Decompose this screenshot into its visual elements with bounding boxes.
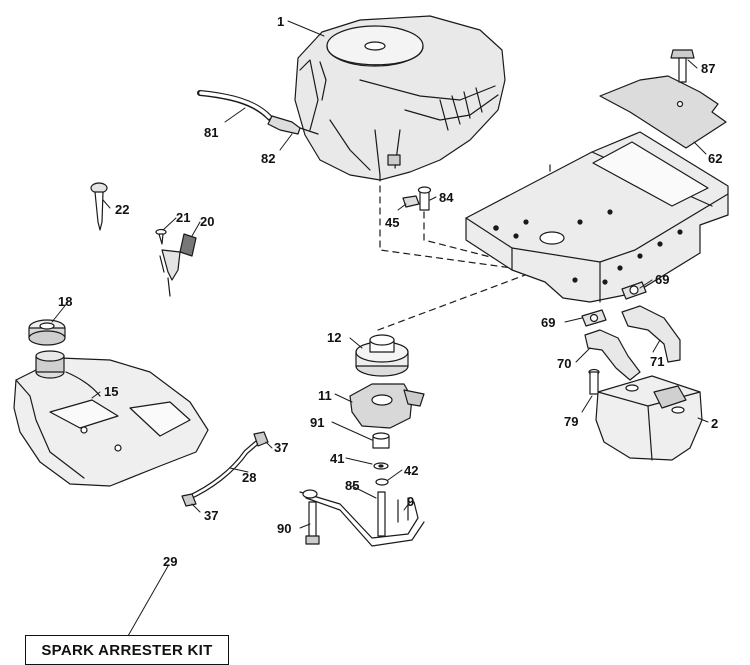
fuel-cap bbox=[28, 319, 66, 346]
bracket bbox=[299, 489, 425, 547]
engine bbox=[294, 15, 506, 181]
muffler bbox=[595, 375, 703, 461]
fuel-shutoff-valve bbox=[159, 233, 197, 297]
callout-37-upper: 37 bbox=[274, 440, 288, 455]
callout-11: 11 bbox=[318, 388, 332, 403]
washer-42 bbox=[375, 478, 389, 486]
callout-81: 81 bbox=[204, 125, 218, 140]
callout-71: 71 bbox=[650, 354, 664, 369]
callout-9: 9 bbox=[407, 494, 414, 509]
callout-1: 1 bbox=[277, 14, 284, 29]
fuel-fitting bbox=[267, 115, 319, 135]
engine-bolt bbox=[417, 186, 432, 211]
pulley bbox=[355, 334, 409, 377]
hose-clamp-upper bbox=[253, 431, 269, 447]
callout-41: 41 bbox=[330, 451, 344, 466]
callout-69-upper: 69 bbox=[655, 272, 669, 287]
clutch-bolt bbox=[377, 491, 386, 537]
callout-69-lower: 69 bbox=[541, 315, 555, 330]
fuel-hose bbox=[185, 437, 263, 501]
callout-22: 22 bbox=[115, 202, 129, 217]
hose-clamp-lower bbox=[181, 493, 197, 507]
spacer bbox=[372, 432, 390, 449]
fuel-line bbox=[197, 90, 273, 121]
gasket-upper bbox=[621, 281, 647, 300]
electric-clutch bbox=[349, 383, 425, 429]
callout-90: 90 bbox=[277, 521, 291, 536]
callout-82: 82 bbox=[261, 151, 275, 166]
push-rivet bbox=[90, 182, 108, 231]
engine-nut bbox=[402, 195, 420, 208]
leader-lines bbox=[51, 20, 709, 637]
callout-labels: 1 81 82 22 21 20 18 15 87 62 84 45 69 69… bbox=[58, 14, 722, 569]
bracket-bolt bbox=[305, 501, 320, 545]
callout-42: 42 bbox=[404, 463, 418, 478]
callout-85: 85 bbox=[345, 478, 359, 493]
callout-20: 20 bbox=[200, 214, 214, 229]
screw bbox=[155, 228, 167, 245]
knob-bolt bbox=[670, 49, 695, 83]
callout-79: 79 bbox=[564, 414, 578, 429]
frame bbox=[465, 131, 729, 303]
callout-12: 12 bbox=[327, 330, 341, 345]
callout-21: 21 bbox=[176, 210, 190, 225]
callout-62: 62 bbox=[708, 151, 722, 166]
spark-arrester-kit-label: SPARK ARRESTER KIT bbox=[41, 642, 213, 659]
washer-41 bbox=[373, 462, 389, 470]
callout-29: 29 bbox=[163, 554, 177, 569]
callout-15: 15 bbox=[104, 384, 118, 399]
heat-shield bbox=[599, 75, 727, 149]
muffler-bolt bbox=[588, 368, 600, 395]
gasket-lower bbox=[581, 309, 607, 327]
callout-87: 87 bbox=[701, 61, 715, 76]
callout-28: 28 bbox=[242, 470, 256, 485]
fuel-tank bbox=[13, 350, 209, 487]
callout-18: 18 bbox=[58, 294, 72, 309]
spark-arrester-kit-box: SPARK ARRESTER KIT bbox=[25, 635, 229, 665]
callout-84: 84 bbox=[439, 190, 454, 205]
exhaust-pipe-71 bbox=[621, 305, 681, 363]
callout-37-lower: 37 bbox=[204, 508, 218, 523]
callout-45: 45 bbox=[385, 215, 399, 230]
exhaust-pipe-70 bbox=[584, 329, 641, 381]
callout-70: 70 bbox=[557, 356, 571, 371]
callout-2: 2 bbox=[711, 416, 718, 431]
callout-91: 91 bbox=[310, 415, 324, 430]
